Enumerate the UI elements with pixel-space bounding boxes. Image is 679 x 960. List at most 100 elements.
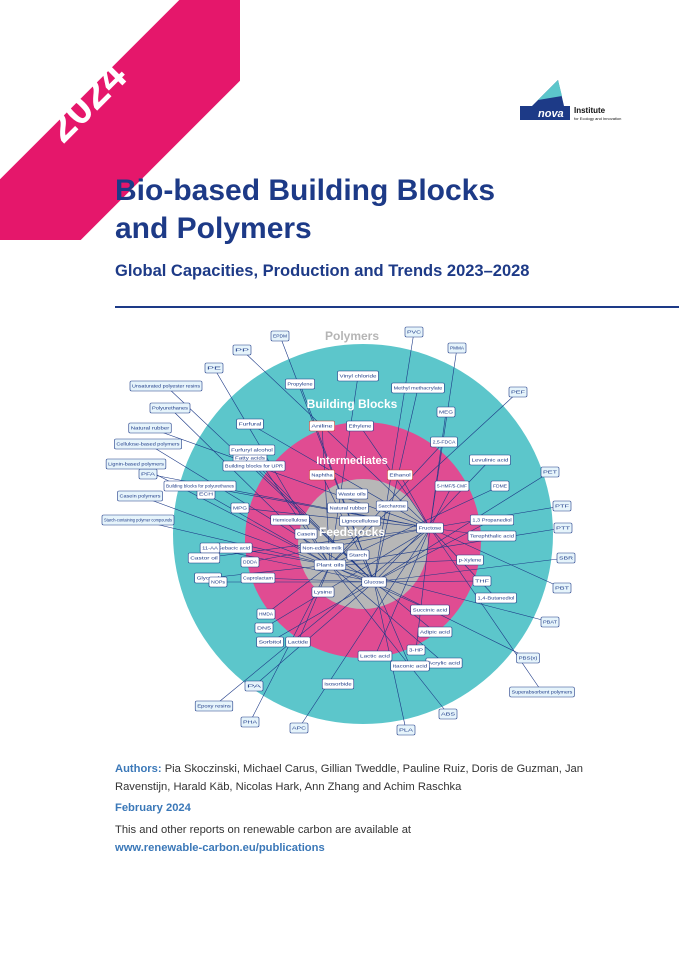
building-blocks-node: Castor oil (187, 552, 221, 564)
node-label: ECH (199, 492, 213, 497)
feedstocks-node: Plant oils (313, 559, 347, 571)
node-box (285, 378, 315, 390)
node-box (406, 644, 426, 656)
node-label: Fatty acids (235, 456, 265, 461)
authors: Authors: Pia Skoczinski, Michael Carus, … (115, 760, 585, 796)
building-blocks-node: p-Xylene (456, 554, 484, 566)
building-blocks-node: Acrylic acid (425, 657, 463, 669)
diagram-link (265, 564, 331, 615)
polymers-node: SBR (556, 552, 576, 564)
diagram-link (429, 527, 543, 693)
node-label: 3-HP (409, 648, 423, 653)
node-label: Lignocellulose (342, 519, 380, 524)
feedstocks-node: Starch (346, 549, 370, 561)
node-box (289, 722, 309, 734)
building-blocks-node: Ethylene (346, 420, 374, 432)
node-label: PFA (141, 472, 155, 477)
node-label: Cellulose-based polymers (116, 442, 180, 447)
node-label: Levulinic acid (472, 458, 510, 463)
feedstocks-node: Waste oils (335, 488, 369, 500)
node-box (475, 592, 517, 604)
node-box (270, 330, 290, 342)
diagram-link (374, 527, 431, 657)
diagram-link (207, 564, 331, 579)
node-box (357, 650, 393, 662)
building-blocks-node: 11-AA (199, 542, 221, 554)
node-label: Ethylene (349, 424, 373, 429)
diagram-link (329, 564, 551, 623)
diagram-link (373, 471, 551, 583)
node-box (553, 522, 573, 534)
ring-label-polymers: Polymers (325, 329, 379, 343)
node-label: PBAT (543, 620, 557, 625)
node-label: Naphtha (311, 473, 333, 478)
node-label: p-Xylene (459, 558, 483, 563)
node-box (230, 502, 250, 514)
node-box (149, 402, 191, 414)
node-label: Lactide (288, 640, 309, 645)
node-box (410, 604, 450, 616)
node-box (117, 490, 163, 502)
node-label: PLA (399, 728, 413, 733)
building-blocks-node: HMDA (256, 608, 276, 620)
polymers-node: PMMA (447, 342, 467, 354)
diagram-link (137, 519, 331, 566)
building-blocks-node: Sebacic acid (215, 542, 253, 554)
building-blocks-node: Terephthalic acid (467, 530, 517, 542)
diagram-link (263, 527, 431, 629)
node-box (114, 438, 182, 450)
publications-link[interactable]: www.renewable-carbon.eu/publications (115, 842, 325, 854)
report-subtitle: Global Capacities, Production and Trends… (115, 262, 530, 280)
node-label: Non-edible milk (302, 546, 343, 551)
building-blocks-node: Vinyl chloride (337, 370, 379, 382)
node-label: 11-AA (202, 546, 218, 551)
ring-label-feedstocks: Feedstocks (319, 525, 385, 539)
node-label: DDDA (243, 560, 257, 565)
building-blocks-node: NOPs (208, 576, 228, 588)
node-box (361, 576, 387, 588)
node-box (240, 716, 260, 728)
node-box (256, 636, 284, 648)
node-box (244, 680, 264, 692)
node-box (540, 616, 560, 628)
title-line1: Bio-based Building Blocks (115, 174, 496, 207)
polymers-node: PLA (396, 724, 416, 736)
node-box (516, 652, 540, 664)
node-box (327, 502, 369, 514)
node-label: Sorbitol (259, 640, 282, 645)
node-label: Isosorbide (324, 682, 352, 687)
diagram-link (253, 581, 375, 687)
node-box (391, 382, 445, 394)
node-label: 1,4-Butanediol (478, 596, 515, 601)
node-box (208, 576, 228, 588)
logo-word: Institute (574, 106, 606, 115)
value-chain-diagram: Polymers Building Blocks Intermediates F… (101, 326, 576, 736)
node-box (552, 582, 572, 594)
diagram-link (373, 557, 567, 583)
node-label: PA (247, 684, 261, 689)
feedstocks-node: Natural rubber (327, 502, 369, 514)
diagram-link (329, 391, 519, 566)
polymers-node: PTT (553, 522, 573, 534)
diagram-link (373, 331, 415, 583)
diagram-link (149, 427, 431, 529)
polymers-node: PP (232, 344, 252, 356)
polymers-node: Cellulose-based polymers (114, 438, 182, 450)
node-label: PET (543, 470, 558, 475)
building-blocks-node: Caprolactam (240, 572, 276, 584)
node-label: Polyurethanes (152, 406, 189, 411)
polymers-node: Lignin-based polymers (105, 458, 167, 470)
polymers-node: ABS (438, 708, 458, 720)
building-blocks-node: Furfural (236, 418, 264, 430)
node-box (337, 370, 379, 382)
authors-names: Pia Skoczinski, Michael Carus, Gillian T… (115, 763, 583, 793)
node-box (447, 342, 467, 354)
node-label: 1,3 Propanediol (472, 518, 511, 523)
node-box (311, 586, 335, 598)
logo-tagline: for Ecology and Innovation (574, 116, 622, 121)
building-blocks-node: MEG (436, 406, 456, 418)
diagram-link (373, 581, 411, 667)
node-box (375, 500, 409, 512)
node-box (309, 469, 335, 481)
diagram-link (373, 581, 436, 633)
